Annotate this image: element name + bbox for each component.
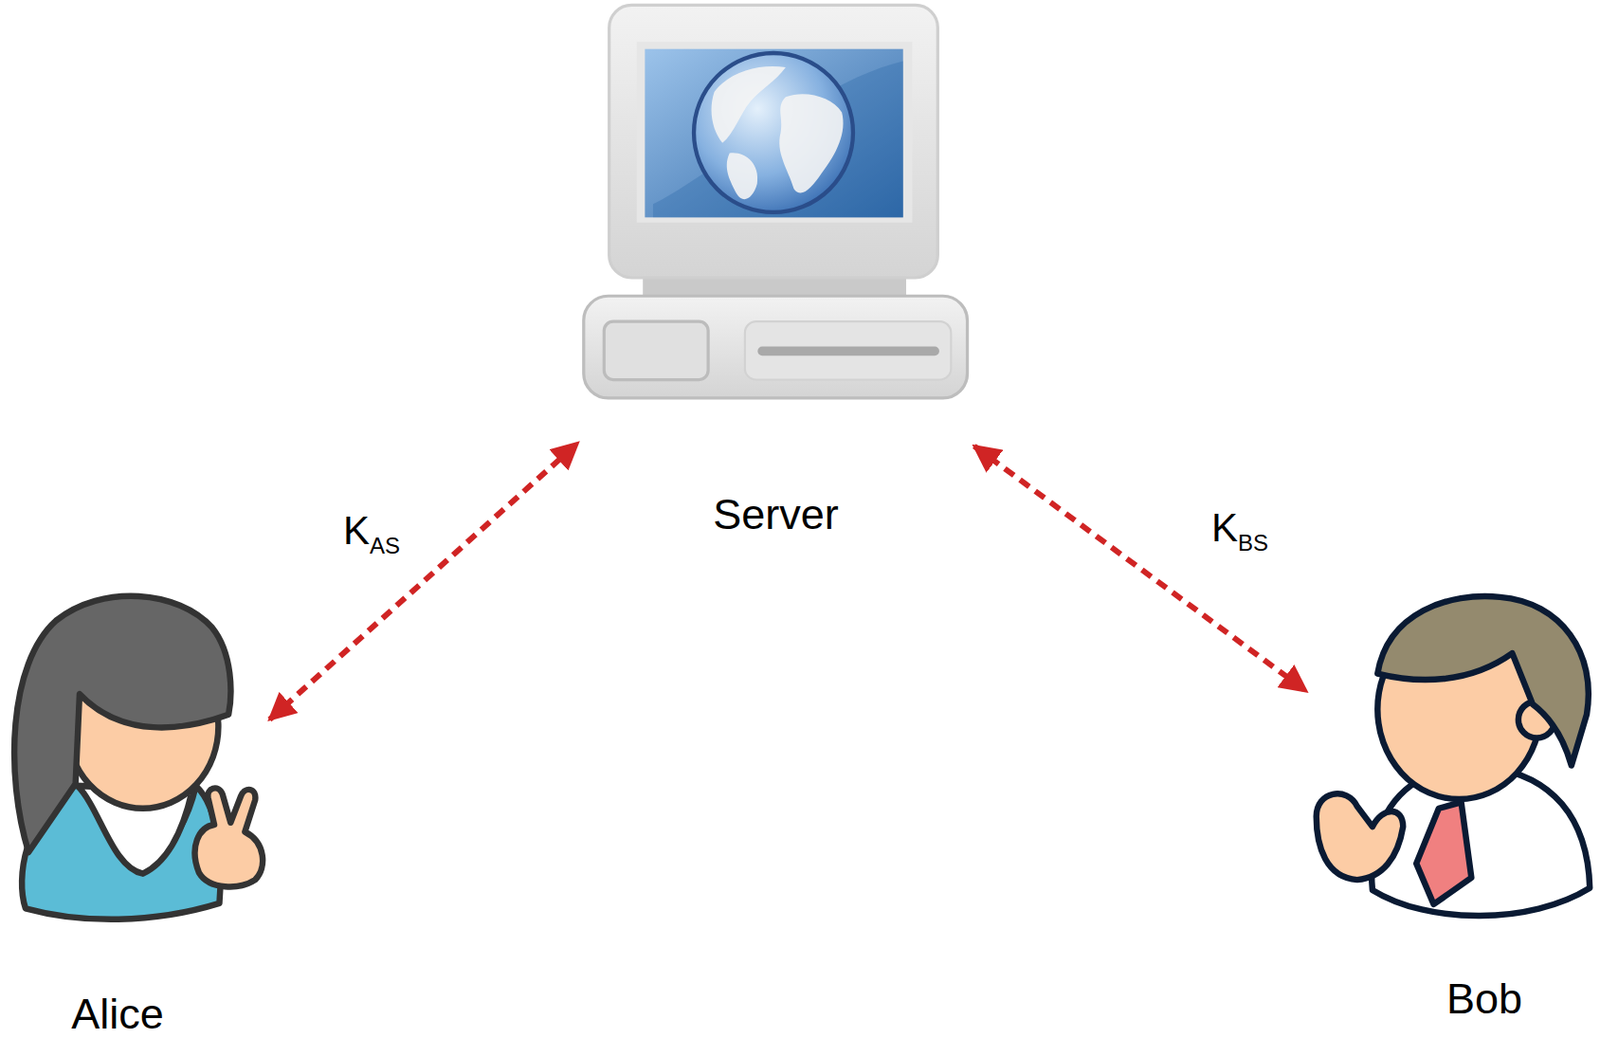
server-computer <box>583 4 968 399</box>
alice-figure <box>14 596 263 920</box>
key-link-arrow <box>974 446 1307 692</box>
person-label: Bob <box>1373 977 1596 1021</box>
key-label: KBS <box>1205 504 1274 567</box>
person-label: Server <box>663 492 889 537</box>
bob-figure <box>1316 596 1591 916</box>
figure-node: Alice <box>10 591 266 1037</box>
figure-node: Server <box>581 4 970 537</box>
key-label: KAS <box>337 507 406 570</box>
figure-node: Bob <box>1310 591 1592 1021</box>
person-label: Alice <box>6 992 229 1037</box>
key-link-arrow <box>269 442 578 720</box>
